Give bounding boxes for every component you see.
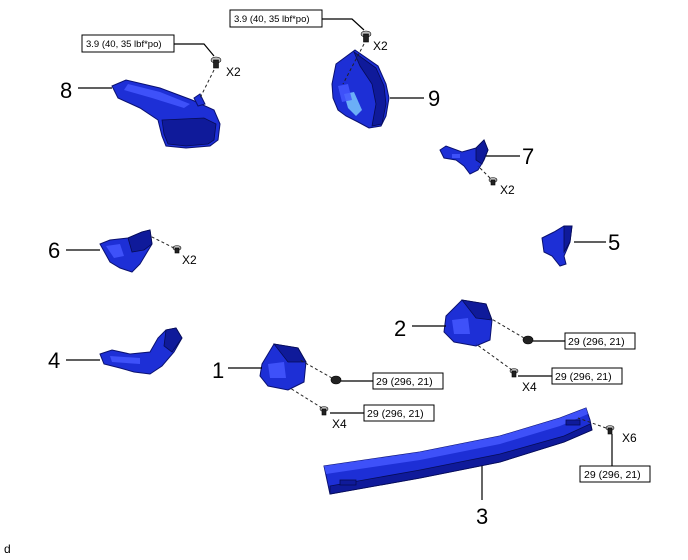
part-9-screw [360,30,372,43]
callout-9: 9 [428,86,440,111]
part-2-bolt-path [475,343,513,371]
callout-3: 3 [476,504,488,529]
part-3-bolt-path [577,417,607,429]
part-8-screw [210,56,222,69]
torque-box-9 [229,9,323,28]
part-8-cover [111,79,221,149]
part-8-screw-path [199,69,215,99]
callout-8: 8 [60,78,72,103]
part-9-screw-path [342,43,365,85]
part-3-bolt [605,425,615,435]
qty-label-2: X4 [522,380,537,394]
leader-t-9 [322,18,365,31]
part-7-bracket [439,139,489,175]
part-9-cover [331,49,390,129]
leader-t-8 [174,43,215,57]
callout-5: 5 [608,230,620,255]
qty-label-7: X2 [500,183,515,197]
part-2-mount [443,299,493,347]
part-1-mount [259,343,307,391]
torque-label-2-bolt: 29 (296, 21) [555,371,612,383]
part-6-screw-path [149,235,175,249]
torque-label-1-bolt: 29 (296, 21) [367,408,424,420]
torque-label-8: 3.9 (40, 35 lbf*po) [86,39,162,50]
qty-label-6: X2 [182,253,197,267]
torque-label-1-nut: 29 (296, 21) [376,376,433,388]
qty-label-9: X2 [373,39,388,53]
part-7-screw-path [477,165,491,179]
qty-label-8: X2 [226,65,241,79]
part-7-screw [488,177,498,186]
torque-box-1-bolt [363,404,435,422]
part-2-nut [522,335,534,345]
illustration-code: d [4,542,11,556]
part-1-bolt-path [289,387,323,409]
qty-label-3: X6 [622,431,637,445]
part-6-screw [172,245,182,254]
callout-6: 6 [48,238,60,263]
torque-label-9: 3.9 (40, 35 lbf*po) [234,14,310,25]
torque-box-8 [81,34,175,53]
part-2-nut-path [489,317,525,339]
callout-7: 7 [522,144,534,169]
part-3-reinforcement [323,407,593,495]
part-1-nut-path [299,359,333,379]
callout-1: 1 [212,358,224,383]
callout-2: 2 [394,316,406,341]
part-5-clip [541,225,573,267]
part-1-nut [330,375,342,385]
torque-label-3: 29 (296, 21) [584,469,641,481]
torque-box-1-nut [372,372,444,390]
qty-label-1: X4 [332,417,347,431]
torque-box-2-nut [564,332,636,350]
torque-label-2-nut: 29 (296, 21) [568,336,625,348]
part-6-bracket [99,229,153,273]
torque-box-3 [579,465,651,483]
callout-4: 4 [48,348,60,373]
part-4-bracket [99,327,183,375]
torque-box-2-bolt [551,367,623,385]
